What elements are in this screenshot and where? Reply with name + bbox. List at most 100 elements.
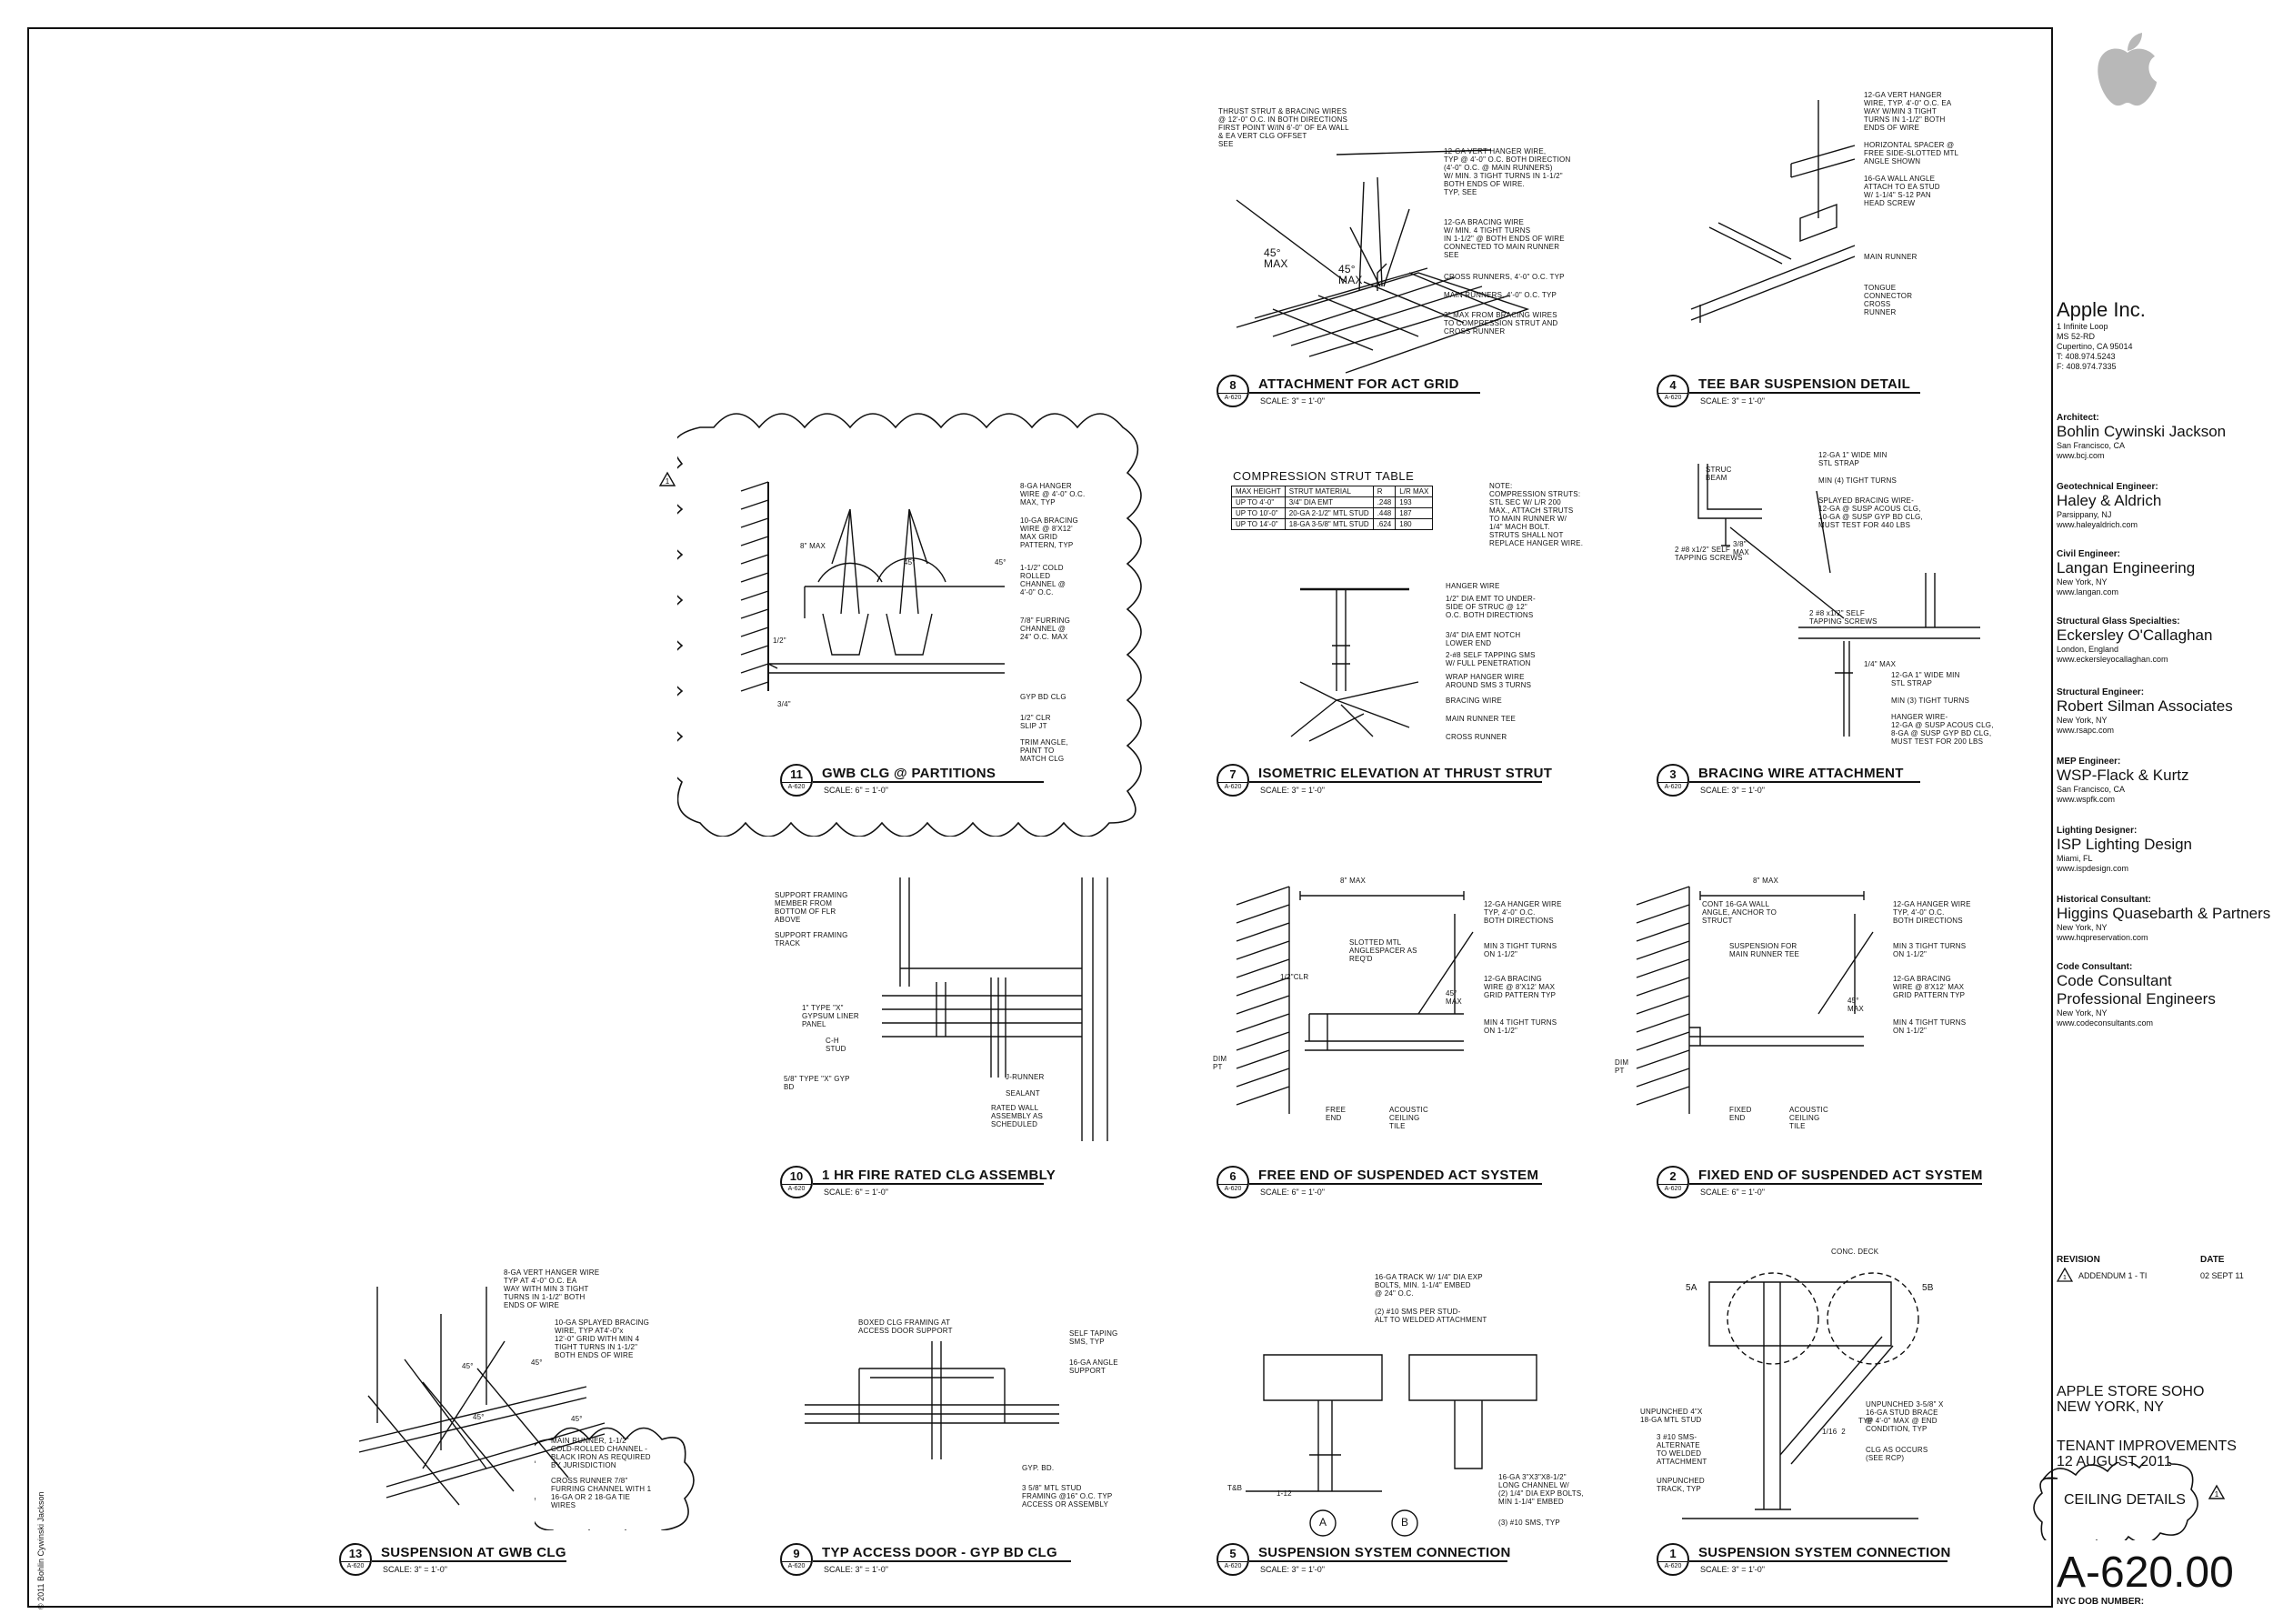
d1-note-9: 1/16 2 <box>1822 1428 1846 1436</box>
client-address-line: 1 Infinite Loop <box>2057 322 2108 331</box>
consultant-role: Architect: <box>2057 413 2099 423</box>
svg-text:1: 1 <box>2063 1275 2067 1281</box>
client-address-line: F: 408.974.7335 <box>2057 362 2117 371</box>
client-name: Apple Inc. <box>2057 298 2146 321</box>
detail-number: 7 <box>1229 767 1237 781</box>
detail-number: 1 <box>1669 1547 1677 1560</box>
detail-title: SUSPENSION AT GWB CLG <box>381 1545 566 1560</box>
consultant-line: www.bcj.com <box>2057 451 2105 460</box>
detail-title: FREE END OF SUSPENDED ACT SYSTEM <box>1258 1168 1539 1183</box>
d5-note-6: A <box>1319 1516 1327 1529</box>
table-cell: 187 <box>1395 507 1434 519</box>
consultant-role: MEP Engineer: <box>2057 757 2121 767</box>
detail-title: SUSPENSION SYSTEM CONNECTION <box>1258 1545 1511 1560</box>
detail-10-drawing <box>882 877 1127 1141</box>
d3-note-0: STRUC BEAM <box>1706 466 1732 482</box>
d11-note-0: 8-GA HANGER WIRE @ 4'-0" O.C. MAX, TYP <box>1020 482 1086 506</box>
revision-delta-icon: 1 <box>2208 1484 2226 1499</box>
detail-3-drawing <box>1671 455 1998 746</box>
d8-note-1: 12-GA VERT HANGER WIRE, TYP @ 4'-0" O.C.… <box>1444 147 1571 196</box>
d13-note-3: CROSS RUNNER 7/8" FURRING CHANNEL WITH 1… <box>551 1477 652 1509</box>
sheet-border <box>27 27 2053 1608</box>
d3-note-4: 2 #8 x1/2" SELF TAPPING SCREWS <box>1675 546 1743 562</box>
d3-note-5: 2 #8 x1/2" SELF TAPPING SCREWS <box>1809 609 1877 626</box>
consultant-name: Robert Silman Associates <box>2057 697 2233 715</box>
d11-note-3: 7/8" FURRING CHANNEL @ 24" O.C. MAX <box>1020 617 1071 641</box>
d7-note-0: HANGER WIRE <box>1446 582 1500 590</box>
svg-text:1: 1 <box>2215 1490 2219 1499</box>
d2-note-2: SUSPENSION FOR MAIN RUNNER TEE <box>1729 942 1800 958</box>
d3-note-10: 3/8" MAX <box>1733 540 1749 556</box>
d13-note-0: 8-GA VERT HANGER WIRE TYP AT 4'-0" O.C. … <box>504 1268 600 1309</box>
d13-note-7: 45° <box>571 1415 583 1423</box>
d11-note-2: 1-1/2" COLD ROLLED CHANNEL @ 4'-0" O.C. <box>1020 564 1066 596</box>
d1-note-2: 3 #10 SMS- ALTERNATE TO WELDED ATTACHMEN… <box>1657 1433 1707 1466</box>
d3-note-3: SPLAYED BRACING WIRE- 12-GA @ SUSP ACOUS… <box>1818 496 1923 529</box>
d6-note-5: MIN 4 TIGHT TURNS ON 1-1/2" <box>1484 1018 1557 1035</box>
d1-note-6: 5A <box>1686 1283 1697 1293</box>
detail-title: ISOMETRIC ELEVATION AT THRUST STRUT <box>1258 766 1553 781</box>
detail-scale: SCALE: 6" = 1'-0" <box>1700 1188 1765 1197</box>
d2-note-1: CONT 16-GA WALL ANGLE, ANCHOR TO STRUCT <box>1702 900 1777 925</box>
d8-note-5: 2" MAX FROM BRACING WIRES TO COMPRESSION… <box>1444 311 1558 336</box>
consultant-role: Historical Consultant: <box>2057 895 2151 905</box>
d1-note-4: UNPUNCHED 3-5/8" X 16-GA STUD BRACE @ 4'… <box>1866 1400 1944 1433</box>
consultant-line: New York, NY <box>2057 716 2108 725</box>
detail-scale: SCALE: 6" = 1'-0" <box>824 1188 888 1197</box>
d8-note-6: 45° MAX <box>1264 246 1288 270</box>
consultant-line: Parsippany, NJ <box>2057 510 2112 519</box>
apple-logo-icon <box>2098 33 2157 106</box>
title-rule <box>1249 781 1542 783</box>
title-rule <box>813 781 1044 783</box>
d5-note-5: 1-12 <box>1277 1489 1292 1498</box>
d10-note-3: C-H STUD <box>826 1037 846 1053</box>
title-rule <box>1249 1560 1507 1562</box>
d6-note-0: 8" MAX <box>1340 877 1367 885</box>
title-rule <box>1689 1183 1982 1185</box>
consultant-line: New York, NY <box>2057 923 2108 932</box>
detail-sheet: A-620 <box>1658 393 1687 401</box>
consultant-line: www.eckersleyocallaghan.com <box>2057 655 2168 664</box>
d10-note-2: 1" TYPE "X" GYPSUM LINER PANEL <box>802 1004 859 1028</box>
consultant-line: www.haleyaldrich.com <box>2057 520 2138 529</box>
detail-sheet: A-620 <box>1218 782 1247 790</box>
detail-scale: SCALE: 3" = 1'-0" <box>383 1565 447 1574</box>
d4-note-1: HORIZONTAL SPACER @ FREE SIDE-SLOTTED MT… <box>1864 141 1959 165</box>
consultant-line: San Francisco, CA <box>2057 441 2126 450</box>
d2-note-3: 12-GA HANGER WIRE TYP, 4'-0" O.C. BOTH D… <box>1893 900 1971 925</box>
title-rule <box>1249 1183 1542 1185</box>
copyright-text: © 2011 Bohlin Cywinski Jackson <box>36 1491 45 1609</box>
detail-7-drawing <box>1282 582 1427 746</box>
table-cell: 20-GA 2-1/2" MTL STUD <box>1284 507 1374 519</box>
d13-note-2: MAIN RUNNER, 1-1/2" COLD-ROLLED CHANNEL … <box>551 1437 651 1469</box>
d6-note-1: SLOTTED MTL ANGLESPACER AS REQ'D <box>1349 938 1417 963</box>
svg-text:1: 1 <box>666 477 670 486</box>
title-rule <box>1689 392 1920 394</box>
table-cell: 180 <box>1395 518 1434 530</box>
d1-note-3: UNPUNCHED TRACK, TYP <box>1657 1477 1705 1493</box>
sheet-title: CEILING DETAILS <box>2064 1492 2186 1508</box>
revision-header: REVISION <box>2057 1255 2100 1265</box>
d5-note-3: (3) #10 SMS, TYP <box>1498 1519 1560 1527</box>
d11-note-11: 3/4" <box>777 700 791 708</box>
d6-note-6: FREE END <box>1326 1106 1347 1122</box>
d1-note-8: TYP <box>1858 1417 1874 1425</box>
consultant-block-8: Code Consultant: Code Consultant Profess… <box>2057 962 2238 1028</box>
